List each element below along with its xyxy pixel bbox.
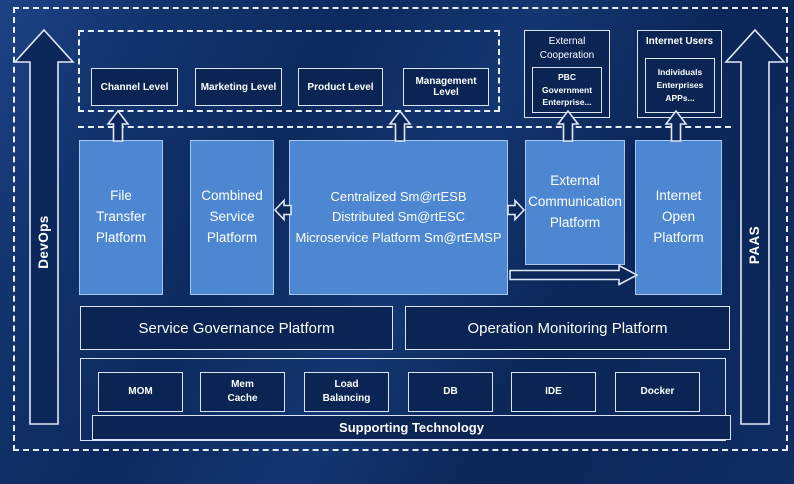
operation-monitoring-label: Operation Monitoring Platform (467, 319, 668, 337)
service-governance-label: Service Governance Platform (138, 319, 335, 337)
level-label: Marketing Level (200, 81, 277, 93)
supporting-technology-bar: Supporting Technology (92, 415, 731, 440)
levels-dashed-container (78, 30, 500, 112)
level-label: Channel Level (100, 81, 169, 93)
level-box-management: Management Level (403, 68, 489, 106)
level-label: Product Level (307, 81, 374, 93)
dashed-separator-line (78, 126, 731, 128)
tech-box-db: DB (408, 372, 493, 412)
external-cooperation-content: PBC Government Enterprise... (532, 67, 602, 113)
platform-internet-open: Internet Open Platform (635, 140, 722, 295)
level-box-channel: Channel Level (91, 68, 178, 106)
external-cooperation-box: External Cooperation PBC Government Ente… (524, 30, 610, 118)
tech-box-mem-cache: Mem Cache (200, 372, 285, 412)
tech-box-load-balancing: Load Balancing (304, 372, 389, 412)
platform-file-transfer: File Transfer Platform (79, 140, 163, 295)
tech-box-ide: IDE (511, 372, 596, 412)
paas-label: PAAS (747, 225, 762, 265)
level-box-marketing: Marketing Level (195, 68, 282, 106)
internet-users-box: Internet Users Individuals Enterprises A… (637, 30, 722, 118)
service-governance-platform-box: Service Governance Platform (80, 306, 393, 350)
external-cooperation-title: External Cooperation (539, 36, 595, 61)
supporting-technology-label: Supporting Technology (339, 420, 484, 435)
devops-label: DevOps (36, 215, 51, 269)
platform-external-communication: External Communication Platform (525, 140, 625, 265)
internet-users-title: Internet Users (645, 36, 714, 47)
operation-monitoring-platform-box: Operation Monitoring Platform (405, 306, 730, 350)
tech-box-mom: MOM (98, 372, 183, 412)
platform-combined-service: Combined Service Platform (190, 140, 274, 295)
platform-central-esb: Centralized Sm@rtESB Distributed Sm@rtES… (289, 140, 508, 295)
tech-box-docker: Docker (615, 372, 700, 412)
level-box-product: Product Level (298, 68, 383, 106)
level-label: Management Level (415, 76, 477, 98)
internet-users-content: Individuals Enterprises APPs... (645, 58, 715, 113)
